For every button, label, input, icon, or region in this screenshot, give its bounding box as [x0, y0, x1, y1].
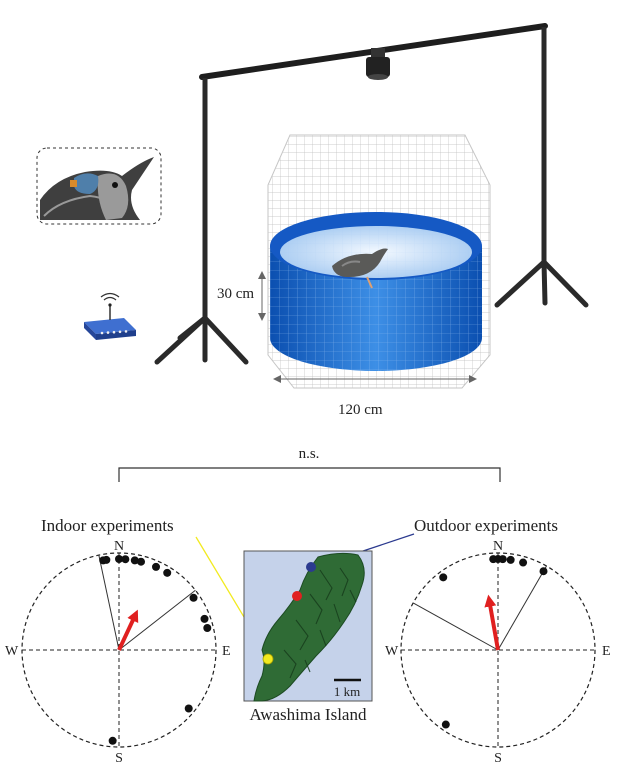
diameter-label: 120 cm [338, 402, 383, 418]
indoor-north-label: N [114, 539, 124, 554]
camera-icon [366, 48, 390, 80]
indoor-heading-point-5 [130, 556, 139, 565]
outdoor-heading-point-1 [439, 573, 448, 582]
outdoor-site-marker [306, 562, 316, 572]
indoor-heading-point-7 [152, 562, 161, 571]
indoor-heading-point-8 [163, 568, 172, 577]
indoor-heading-point-13 [108, 736, 117, 745]
indoor-south-label: S [115, 751, 123, 766]
indoor-panel-title: Indoor experiments [41, 516, 174, 535]
indoor-heading-point-12 [184, 704, 193, 713]
outdoor-east-label: E [602, 644, 611, 659]
indoor-panel: Indoor experiments N E S W [5, 516, 269, 766]
outdoor-south-label: S [494, 751, 502, 766]
outdoor-heading-point-5 [506, 555, 515, 564]
indoor-ci-line-1 [98, 555, 120, 651]
indoor-heading-point-11 [203, 623, 212, 632]
indoor-heading-point-6 [137, 557, 146, 566]
indoor-mean-vector-arrow [117, 609, 139, 651]
indoor-ci-line-2 [118, 589, 196, 651]
indoor-heading-point-9 [189, 593, 198, 602]
outdoor-heading-point-8 [441, 720, 450, 729]
left-tripod [154, 315, 249, 365]
tag-connector [70, 180, 77, 187]
island-terrain [283, 567, 357, 679]
indoor-heading-point-10 [200, 614, 209, 623]
outdoor-panel-title: Outdoor experiments [414, 516, 558, 535]
indoor-east-label: E [222, 644, 231, 659]
island-shape [253, 552, 365, 702]
mid-site-marker [292, 591, 302, 601]
island-map: 1 km Awashima Island [243, 550, 373, 724]
outdoor-heading-point-7 [539, 567, 548, 576]
right-tripod [494, 259, 589, 308]
indoor-heading-point-2 [102, 555, 111, 564]
outdoor-heading-point-4 [498, 555, 507, 564]
significance-label: n.s. [299, 446, 320, 462]
scale-label: 1 km [334, 684, 360, 699]
outdoor-west-label: W [385, 644, 399, 659]
outdoor-ci-line-2 [497, 565, 547, 651]
apparatus: 30 cm 120 cm [154, 23, 589, 418]
wireless-router-icon [84, 292, 136, 340]
outdoor-ci-line-1 [412, 602, 499, 651]
outdoor-heading-point-6 [519, 558, 528, 567]
depth-label: 30 cm [217, 286, 254, 302]
bird-in-tank [332, 248, 388, 289]
outdoor-panel: Outdoor experiments N E S W [317, 516, 611, 766]
outdoor-circular-plot [400, 552, 596, 748]
island-name: Awashima Island [250, 705, 367, 724]
device-tag [74, 173, 99, 194]
outdoor-north-label: N [493, 539, 503, 554]
indoor-west-label: W [5, 644, 19, 659]
indoor-heading-point-4 [121, 555, 130, 564]
indoor-circular-plot [21, 552, 217, 748]
indoor-heading-point-3 [115, 555, 123, 563]
indoor-site-marker [262, 653, 274, 665]
tagged-bird-inset [36, 147, 162, 225]
significance-bracket: n.s. [118, 446, 501, 482]
experimental-tank [270, 212, 482, 371]
outdoor-mean-vector-arrow [484, 594, 500, 651]
